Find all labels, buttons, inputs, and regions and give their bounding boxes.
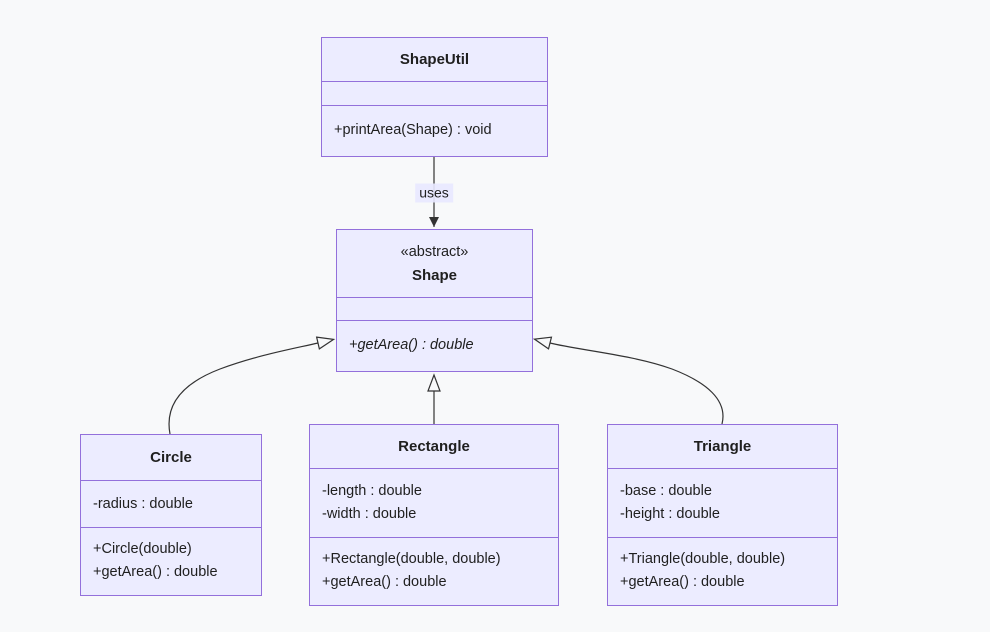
attribute-height: -height : double xyxy=(620,506,720,522)
attribute-length: -length : double xyxy=(322,483,422,499)
class-name-circle: Circle xyxy=(150,449,192,466)
method-rectangle-ctor: +Rectangle(double, double) xyxy=(322,551,501,567)
method-triangle-ctor: +Triangle(double, double) xyxy=(620,551,786,567)
method-getarea-abstract: +getArea() : double xyxy=(349,337,474,353)
attribute-base: -base : double xyxy=(620,483,712,499)
method-getarea-rectangle: +getArea() : double xyxy=(322,574,447,590)
methods-section-shape: +getArea() : double xyxy=(337,321,532,371)
attributes-section-shapeutil xyxy=(322,82,547,106)
class-box-rectangle: Rectangle -length : double -width : doub… xyxy=(309,424,559,606)
methods-section-rectangle: +Rectangle(double, double) +getArea() : … xyxy=(310,538,558,605)
class-box-triangle: Triangle -base : double -height : double… xyxy=(607,424,838,606)
class-header-shape: «abstract» Shape xyxy=(337,230,532,298)
class-box-shape: «abstract» Shape +getArea() : double xyxy=(336,229,533,372)
method-printarea: +printArea(Shape) : void xyxy=(334,122,492,138)
class-name-rectangle: Rectangle xyxy=(398,438,470,455)
class-name-triangle: Triangle xyxy=(693,438,752,455)
class-header-triangle: Triangle xyxy=(608,425,837,469)
attribute-width: -width : double xyxy=(322,506,417,522)
class-box-circle: Circle -radius : double +Circle(double) … xyxy=(80,434,262,596)
class-header-shapeutil: ShapeUtil xyxy=(322,38,547,82)
edge-label-uses: uses xyxy=(415,183,453,203)
attribute-radius: -radius : double xyxy=(93,496,193,512)
attributes-section-circle: -radius : double xyxy=(81,481,261,528)
methods-section-shapeutil: +printArea(Shape) : void xyxy=(322,106,547,156)
class-box-shapeutil: ShapeUtil +printArea(Shape) : void xyxy=(321,37,548,157)
class-header-rectangle: Rectangle xyxy=(310,425,558,469)
attributes-section-triangle: -base : double -height : double xyxy=(608,469,837,538)
method-circle-ctor: +Circle(double) xyxy=(93,541,192,557)
attributes-section-shape xyxy=(337,298,532,321)
methods-section-circle: +Circle(double) +getArea() : double xyxy=(81,528,261,595)
attributes-section-rectangle: -length : double -width : double xyxy=(310,469,558,538)
inheritance-edge-circle-shape xyxy=(168,336,336,435)
class-header-circle: Circle xyxy=(81,435,261,481)
methods-section-triangle: +Triangle(double, double) +getArea() : d… xyxy=(608,538,837,605)
method-getarea-triangle: +getArea() : double xyxy=(620,574,745,590)
inheritance-edge-triangle-shape xyxy=(532,336,724,425)
class-name-shape: Shape xyxy=(411,266,457,284)
method-getarea-circle: +getArea() : double xyxy=(93,564,218,580)
class-name-shapeutil: ShapeUtil xyxy=(399,51,470,68)
stereotype-abstract: «abstract» xyxy=(400,243,469,260)
